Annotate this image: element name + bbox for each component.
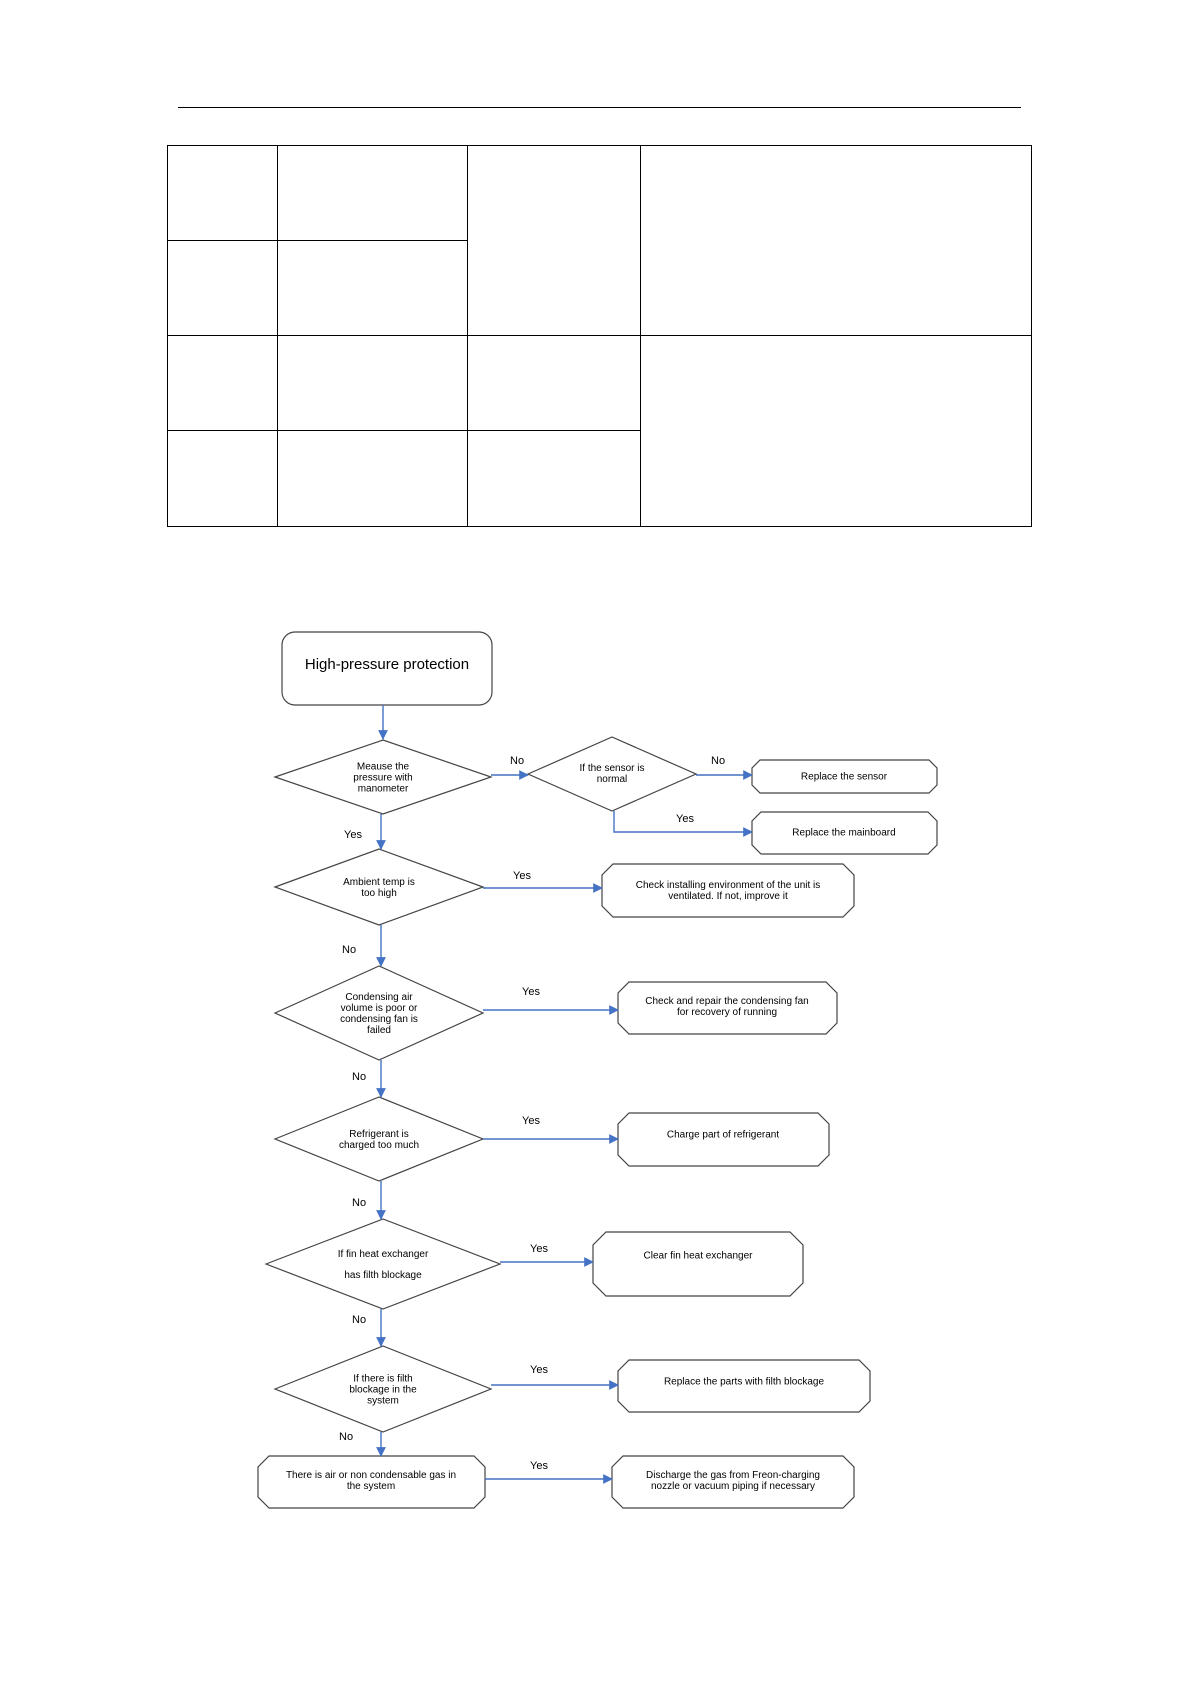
- decision-measure-text-line: manometer: [358, 784, 409, 795]
- action-repair-fan: [617, 981, 838, 1035]
- action-charge-refrigerant-text-line: Charge part of refrigerant: [667, 1130, 780, 1141]
- label-yes-fin: Yes: [530, 1243, 548, 1255]
- decision-ambient-temp: [273, 848, 485, 926]
- table-cell-r4-c1: [167, 430, 278, 527]
- action-charge-refrigerant-text: Charge part of refrigerant: [667, 1130, 780, 1141]
- label-no-condensing: No: [352, 1071, 366, 1083]
- decision-filth-text-line: If there is filth: [353, 1374, 412, 1385]
- label-yes-filth: Yes: [530, 1364, 548, 1376]
- action-repair-fan-text-line: for recovery of running: [677, 1007, 777, 1018]
- arrow-sensor-yes: [613, 811, 753, 837]
- decision-condensing-text-line: Condensing air: [345, 992, 413, 1003]
- decision-fin-text-line: has filth blockage: [344, 1270, 422, 1281]
- action-replace-sensor-text-line: Replace the sensor: [801, 772, 888, 783]
- label-no-fin: No: [352, 1314, 366, 1326]
- label-yes-air-gas: Yes: [530, 1460, 548, 1472]
- decision-condensing-text-line: failed: [367, 1025, 391, 1036]
- decision-measure-pressure: [273, 739, 493, 815]
- table-cell-r3-c2: [277, 335, 468, 431]
- action-air-gas: [257, 1455, 486, 1509]
- decision-condensing-air: [273, 965, 485, 1061]
- label-no-filth: No: [339, 1431, 353, 1443]
- table-cell-r2-c2: [277, 240, 468, 336]
- decision-sensor-text-line: If the sensor is: [579, 763, 644, 774]
- action-replace-mainboard-text: Replace the mainboard: [792, 828, 895, 839]
- decision-sensor-normal: [526, 736, 698, 812]
- label-yes-condensing: Yes: [522, 986, 540, 998]
- action-clear-fin-text-line: Clear fin heat exchanger: [644, 1251, 754, 1262]
- start-box: [281, 631, 493, 706]
- decision-ambient-text-line: Ambient temp is: [343, 877, 415, 888]
- action-discharge-gas-text-line: Discharge the gas from Freon-charging: [646, 1470, 820, 1481]
- table-cell-r1-c1: [167, 145, 278, 241]
- action-repair-fan-text-line: Check and repair the condensing fan: [645, 996, 808, 1007]
- label-yes-refrigerant: Yes: [522, 1115, 540, 1127]
- action-replace-parts-text: Replace the parts with filth blockage: [664, 1377, 825, 1388]
- decision-refrigerant-text-line: charged too much: [339, 1140, 419, 1151]
- action-replace-mainboard-text-line: Replace the mainboard: [792, 828, 895, 839]
- action-check-environment-text: Check installing environment of the unit…: [636, 880, 821, 902]
- decision-filth-text-line: blockage in the: [349, 1385, 417, 1396]
- start-label: High-pressure protection: [305, 656, 469, 673]
- empty-table: [167, 145, 1032, 527]
- decision-filth-blockage: [273, 1345, 493, 1433]
- decision-filth-text-line: system: [367, 1396, 399, 1407]
- decision-condensing-text-line: volume is poor or: [341, 1003, 418, 1014]
- action-air-gas-text-line: the system: [347, 1481, 395, 1492]
- label-no-sensor: No: [711, 755, 725, 767]
- label-yes-sensor: Yes: [676, 813, 694, 825]
- label-yes-ambient: Yes: [513, 870, 531, 882]
- header-rule: [178, 107, 1021, 108]
- decision-refrigerant-text-line: Refrigerant is: [349, 1129, 408, 1140]
- action-check-environment-text-line: Check installing environment of the unit…: [636, 880, 821, 891]
- action-discharge-gas-text-line: nozzle or vacuum piping if necessary: [651, 1481, 815, 1492]
- label-no-refrigerant: No: [352, 1197, 366, 1209]
- label-no-measure: No: [510, 755, 524, 767]
- decision-measure-text-line: pressure with: [353, 773, 412, 784]
- decision-condensing-text-line: condensing fan is: [340, 1014, 418, 1025]
- decision-ambient-text-line: too high: [361, 888, 397, 899]
- action-clear-fin: [592, 1231, 804, 1297]
- table-cell-r1r2-c4: [640, 145, 1032, 336]
- action-air-gas-text-line: There is air or non condensable gas in: [286, 1470, 456, 1481]
- table-cell-r4-c3: [467, 430, 641, 527]
- table-cell-r4-c2: [277, 430, 468, 527]
- action-replace-sensor-text: Replace the sensor: [801, 772, 888, 783]
- table-cell-r3r4-c4: [640, 335, 1032, 527]
- action-replace-parts-text-line: Replace the parts with filth blockage: [664, 1377, 825, 1388]
- table-cell-r1-c2: [277, 145, 468, 241]
- decision-sensor-text-line: normal: [597, 774, 628, 785]
- action-check-environment-text-line: ventilated. If not, improve it: [668, 891, 788, 902]
- label-no-ambient: No: [342, 944, 356, 956]
- decision-fin-exchanger: [264, 1218, 502, 1310]
- label-yes-measure: Yes: [344, 829, 362, 841]
- action-clear-fin-text: Clear fin heat exchanger: [644, 1251, 754, 1262]
- decision-fin-text-line: If fin heat exchanger: [338, 1249, 429, 1260]
- decision-fin-text: If fin heat exchanger has filth blockage: [338, 1249, 429, 1281]
- decision-measure-text-line: Meause the: [357, 762, 410, 773]
